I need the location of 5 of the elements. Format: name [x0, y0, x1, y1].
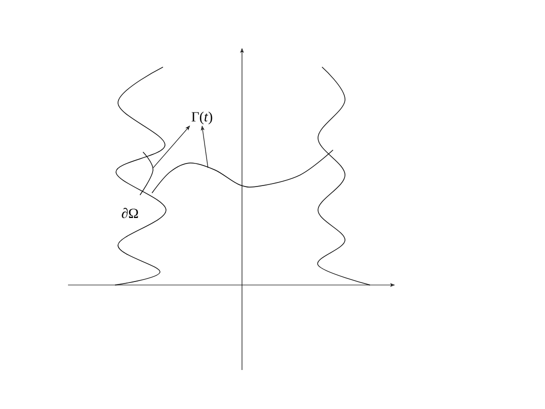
angle-arc [140, 152, 154, 196]
boundary-label: ∂Ω [122, 208, 138, 218]
leader-arrow [152, 126, 190, 168]
curve-label: Γ(t) [192, 112, 212, 124]
interface-curve [152, 150, 334, 194]
